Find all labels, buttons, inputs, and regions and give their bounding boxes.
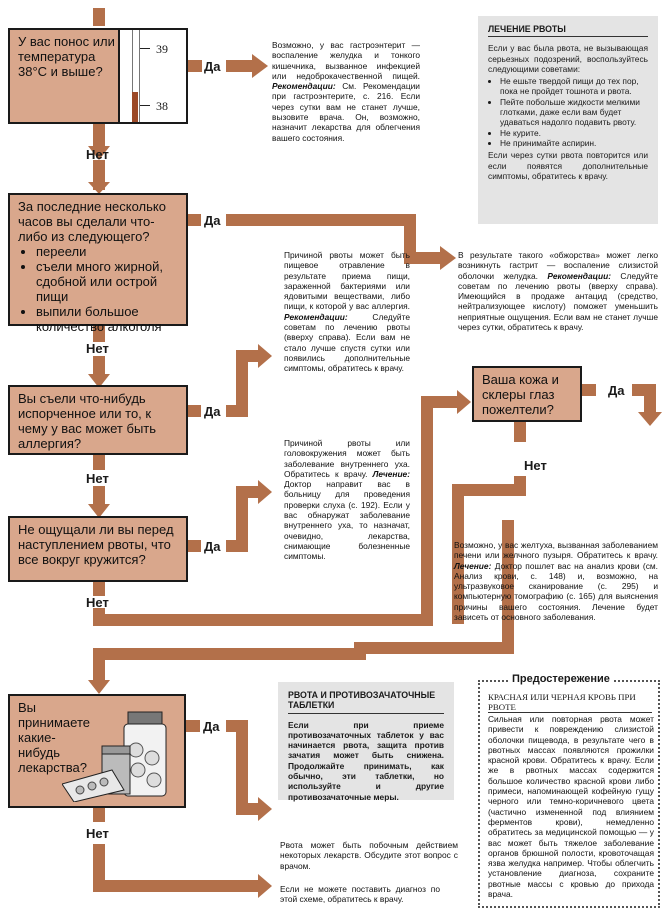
yes-label: Да (608, 383, 625, 398)
treatment-item: Не принимайте аспирин. (500, 138, 648, 148)
warning-header: Предостережение (508, 673, 614, 685)
no-label: Нет (86, 595, 109, 610)
yes-label: Да (204, 539, 221, 554)
no-label: Нет (86, 147, 109, 162)
yes-label: Да (203, 719, 220, 734)
contraceptive-text: Если при приеме противозачаточных таблет… (288, 719, 444, 802)
yes-label: Да (204, 59, 221, 74)
answer-food-poisoning: Причиной рвоты может быть пищевое отравл… (284, 250, 410, 374)
contraceptive-title: РВОТА И ПРОТИВОЗАЧАТОЧНЫЕ ТАБЛЕТКИ (288, 690, 444, 714)
warning-text: Сильная или повторная рвота может привес… (488, 714, 654, 900)
question-text: За последние несколько часов вы сделали … (18, 199, 166, 244)
warning-title: КРАСНАЯ ИЛИ ЧЕРНАЯ КРОВЬ ПРИ РВОТЕ (488, 692, 652, 713)
question-overeating: За последние несколько часов вы сделали … (8, 193, 188, 334)
treatment-intro: Если у вас была рвота, не вызывающая сер… (488, 43, 648, 74)
question-text: Не ощущали ли вы перед наступлением рвот… (18, 522, 174, 567)
question-text: Вы принимаете какие-нибудь лекарства? (18, 700, 90, 775)
rec-label: Лечение: (372, 468, 411, 479)
no-label: Нет (86, 341, 109, 356)
question-item: переели (36, 244, 178, 259)
yes-label: Да (204, 404, 221, 419)
answer-medication-side-effect: Рвота может быть побочным действием неко… (280, 840, 458, 871)
question-dizziness: Не ощущали ли вы перед наступлением рвот… (8, 516, 188, 582)
pills-icon (62, 710, 182, 802)
rec-label: Рекомендации: (272, 81, 336, 92)
question-spoiled-food: Вы съели что-нибудь испорченное или то, … (8, 385, 188, 455)
no-label: Нет (86, 826, 109, 841)
answer-gastritis: В результате такого «обжорства» может ле… (458, 250, 658, 333)
treatment-outro: Если через сутки рвота повторится или ес… (488, 150, 648, 181)
vomiting-treatment-box: ЛЕЧЕНИЕ РВОТЫ Если у вас была рвота, не … (478, 16, 658, 224)
thermometer-mark-38: 38 (156, 99, 168, 113)
treatment-item: Не курите. (500, 128, 648, 138)
warning-box: Предостережение КРАСНАЯ ИЛИ ЧЕРНАЯ КРОВЬ… (478, 673, 660, 908)
treatment-item: Пейте побольше жидкости мелкими глотками… (500, 97, 648, 128)
question-jaundice: Ваша кожа и склеры глаз пожелтели? (472, 366, 582, 422)
thermometer-icon: 39 38 (118, 28, 188, 124)
rec-label: Рекомендации: (547, 270, 612, 281)
no-label: Нет (524, 458, 547, 473)
question-list: переели съели много жирной, сдобной или … (18, 244, 178, 334)
answer-jaundice: Возможно, у вас желтуха, вызванная забол… (454, 540, 658, 623)
question-text: У вас понос или температура 38°С и выше? (18, 34, 115, 79)
contraceptive-box: РВОТА И ПРОТИВОЗАЧАТОЧНЫЕ ТАБЛЕТКИ Если … (278, 682, 454, 802)
treatment-list: Не ешьте твердой пищи до тех пор, пока н… (488, 76, 648, 148)
yes-label: Да (204, 213, 221, 228)
no-label: Нет (86, 471, 109, 486)
answer-gastroenteritis: Возможно, у вас гастроэнтерит — воспален… (272, 40, 420, 143)
question-item: выпили большое количество алкоголя (36, 304, 178, 334)
question-text: Ваша кожа и склеры глаз пожелтели? (482, 372, 559, 417)
rec-label: Лечение: (454, 560, 492, 571)
answer-inner-ear: Причиной рвоты или головокружения может … (284, 438, 411, 562)
question-item: съели много жирной, сдобной или острой п… (36, 259, 178, 304)
thermometer-mark-39: 39 (156, 42, 168, 56)
question-text: Вы съели что-нибудь испорченное или то, … (18, 391, 157, 451)
final-note: Если не можете поставить диагноз по этой… (280, 884, 440, 905)
treatment-item: Не ешьте твердой пищи до тех пор, пока н… (500, 76, 648, 97)
rec-label: Рекомендации: (284, 311, 348, 322)
treatment-title: ЛЕЧЕНИЕ РВОТЫ (488, 24, 648, 38)
